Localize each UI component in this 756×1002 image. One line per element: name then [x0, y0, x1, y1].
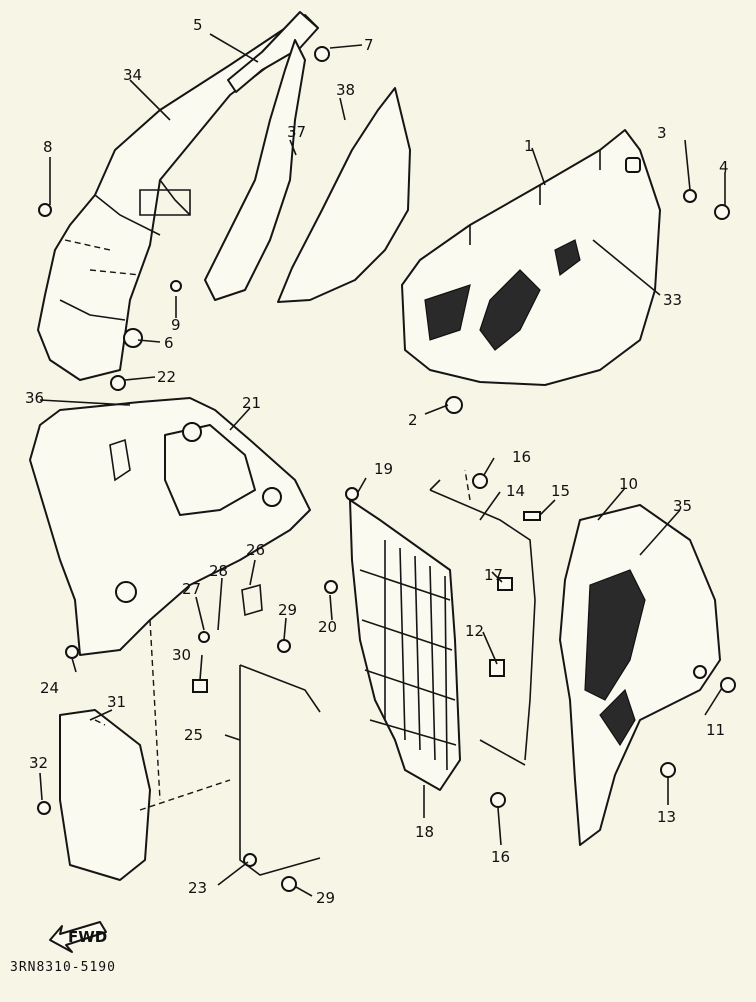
callout-12: 12 — [465, 622, 484, 640]
callout-7: 7 — [364, 36, 374, 54]
callout-37: 37 — [287, 123, 306, 141]
side-cover-rim-5 — [227, 11, 319, 93]
callout-15: 15 — [551, 482, 570, 500]
callout-20: 20 — [318, 618, 337, 636]
callout-13: 13 — [657, 808, 676, 826]
fwd-arrow-icon: FWD — [49, 921, 107, 953]
callout-17: 17 — [484, 566, 503, 584]
side-cover-seal-37 — [204, 39, 306, 301]
callout-1: 1 — [524, 137, 534, 155]
side-panel — [559, 504, 721, 846]
damper-12 — [489, 659, 505, 677]
callout-29-lower: 29 — [316, 889, 335, 907]
drawing-code: 3RN8310-5190 — [10, 960, 116, 975]
fwd-label: FWD — [68, 928, 107, 946]
callout-29: 29 — [278, 601, 297, 619]
callout-14: 14 — [506, 482, 525, 500]
callout-27: 27 — [182, 580, 201, 598]
callout-31: 31 — [107, 693, 126, 711]
callout-38: 38 — [336, 81, 355, 99]
radiator — [349, 499, 461, 791]
callout-16-lower: 16 — [491, 848, 510, 866]
callout-18: 18 — [415, 823, 434, 841]
callout-24: 24 — [40, 679, 59, 697]
callout-26: 26 — [246, 541, 265, 559]
side-cover-right — [401, 129, 661, 386]
callout-3: 3 — [657, 124, 667, 142]
callout-33: 33 — [663, 291, 682, 309]
callout-5: 5 — [193, 16, 203, 34]
bracket-assembly — [239, 583, 321, 876]
leader-lines — [39, 33, 726, 897]
callout-30: 30 — [172, 646, 191, 664]
callout-10: 10 — [619, 475, 638, 493]
callout-8: 8 — [43, 138, 53, 156]
side-cover-left — [37, 14, 319, 381]
callout-35: 35 — [673, 497, 692, 515]
callout-36: 36 — [25, 389, 44, 407]
grommet-3 — [625, 157, 641, 173]
callout-labels: 5 7 34 38 37 8 9 6 1 3 4 33 2 22 36 21 1… — [25, 16, 729, 907]
callout-25: 25 — [184, 726, 203, 744]
callout-6: 6 — [164, 334, 174, 352]
decal-38 — [277, 87, 411, 303]
callout-22: 22 — [157, 368, 176, 386]
callout-16: 16 — [512, 448, 531, 466]
callout-21: 21 — [242, 394, 261, 412]
callout-23: 23 — [188, 879, 207, 897]
callout-28: 28 — [209, 562, 228, 580]
callout-2: 2 — [408, 411, 418, 429]
callout-32: 32 — [29, 754, 48, 772]
callout-11: 11 — [706, 721, 725, 739]
callout-4: 4 — [719, 158, 729, 176]
callout-34: 34 — [123, 66, 142, 84]
callout-19: 19 — [374, 460, 393, 478]
callout-9: 9 — [171, 316, 181, 334]
lower-cover-31 — [59, 709, 151, 881]
shroud-left — [29, 397, 311, 656]
